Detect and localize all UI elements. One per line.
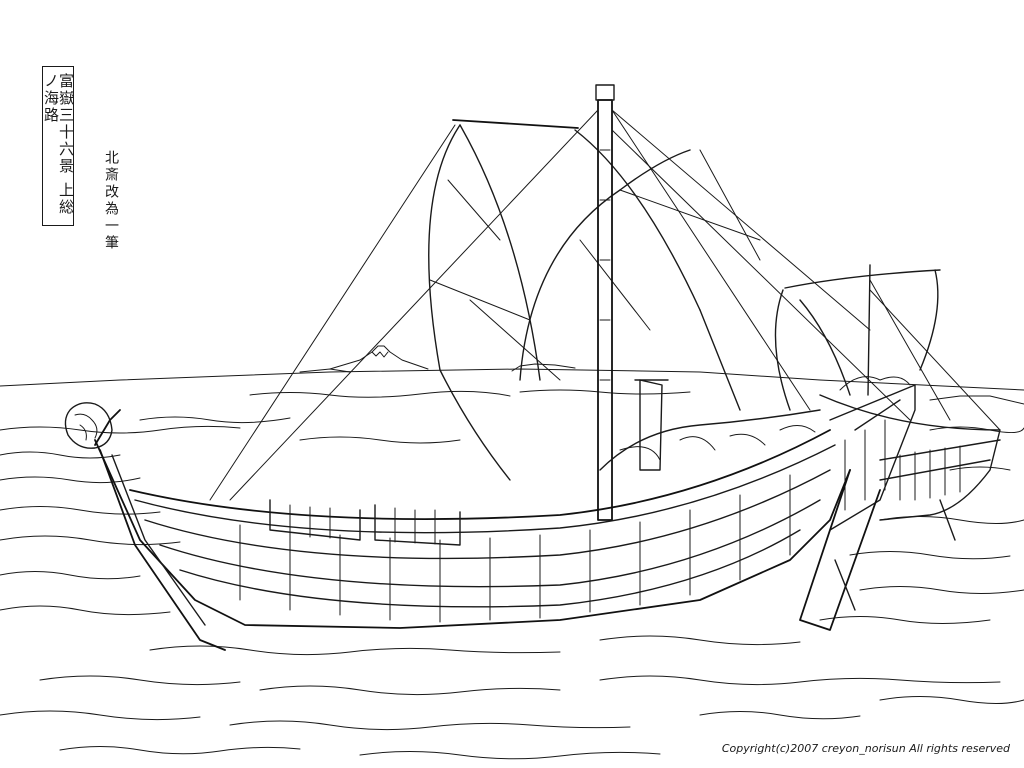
horizon-line (0, 363, 1024, 405)
rigging (209, 109, 911, 501)
bow-figurehead (64, 402, 226, 651)
artist-signature: 北斎改為一筆 (103, 150, 119, 252)
mount-fuji (329, 345, 429, 370)
main-hull (94, 384, 916, 629)
deck-cargo (269, 376, 911, 546)
stern-rudder (799, 469, 881, 631)
title-cartouche-text: 富嶽三十六景 上総ノ海路 (42, 73, 75, 216)
copyright-notice: Copyright(c)2007 creyon_norisun All righ… (721, 742, 1010, 755)
main-mast (595, 84, 615, 521)
main-sail (428, 119, 761, 481)
second-ship (774, 264, 1001, 541)
title-cartouche: 富嶽三十六景 上総ノ海路 (42, 66, 75, 226)
sea-waves (0, 389, 1024, 760)
